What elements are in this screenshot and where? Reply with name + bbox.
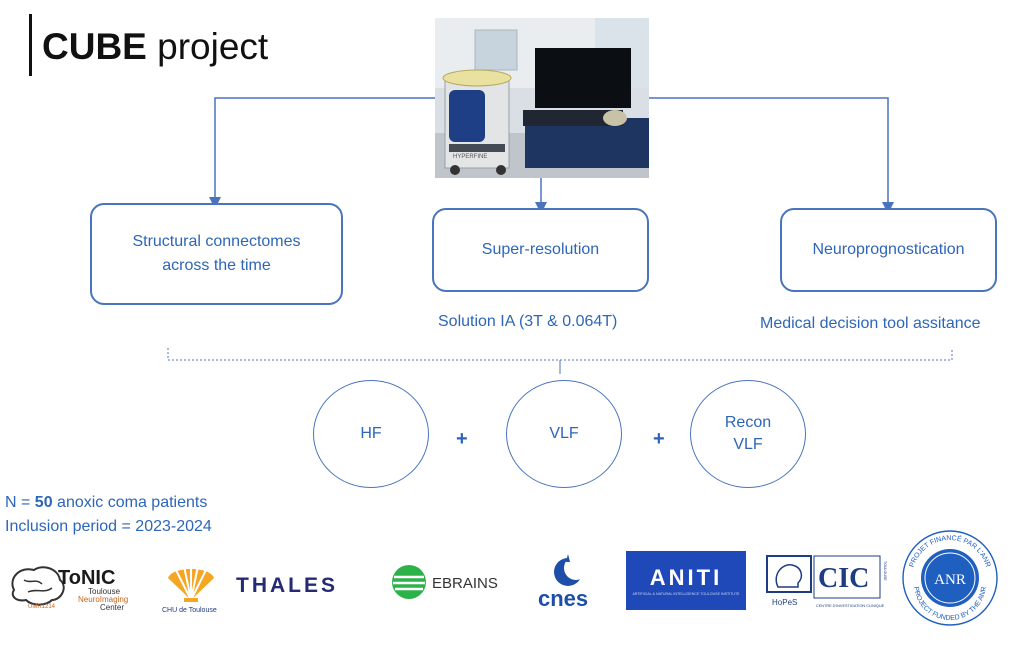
circle-hf: HF [313,380,429,488]
thales-name: THALES [236,574,338,597]
anr-logo: ANR PROJET FINANCÉ PAR L'ANR PROJECT FUN… [900,528,1000,628]
caption-superres: Solution IA (3T & 0.064T) [438,313,618,330]
aniti-logo: ANITI ARTIFICIAL & NATURAL INTELLIGENCE … [626,551,746,610]
tonic-line2: NeuroImaging [78,595,128,604]
title-accent-bar [29,14,32,76]
connector-left [209,97,435,209]
connector-right [649,97,894,214]
circle-vlf: VLF [506,380,622,488]
aniti-name: ANITI [650,565,722,590]
photo-label: HYPERFINE [453,154,487,160]
box-structural-connectomes-label: Structural connectomes across the time [132,233,301,274]
box-neuroprognostication: Neuroprognostication [780,208,997,292]
plus-sign-2: + [653,428,665,450]
chu-name: CHU de Toulouse [162,607,217,614]
brain-icon [11,566,65,606]
box-super-resolution-label: Super-resolution [481,241,600,258]
mri-room-photo: HYPERFINE [435,18,649,178]
patients-number: 50 [34,494,53,511]
anr-name: ANR [934,572,966,588]
bracket-dotted [167,348,953,361]
hopes-cic-logo: HoPeS CIC CENTRE D'INVESTIGATION CLINIQU… [764,553,888,613]
tonic-umr: UMR1214 [28,604,56,610]
title-bold: CUBE [42,26,147,67]
aniti-subtitle: ARTIFICIAL & NATURAL INTELLIGENCE TOULOU… [632,592,740,596]
tonic-line3: Center [100,603,124,612]
hopes-name: HoPeS [772,598,797,607]
inclusion-period: Inclusion period = 2023-2024 [5,518,212,535]
ebrains-name: EBRAINS [432,575,498,592]
patients-prefix: N = [5,494,35,511]
cic-city: TOULOUSE [883,561,887,581]
box-super-resolution: Super-resolution [432,208,649,292]
plus-sign-1: + [456,428,468,450]
ebrains-logo: EBRAINS [390,563,520,603]
cnes-logo: cnes [534,552,608,611]
circle-recon-label: Recon VLF [724,414,772,453]
tonic-logo: ToNIC Toulouse NeuroImaging Center UMR12… [6,560,146,616]
title-rest: project [146,26,269,67]
circle-recon-vlf: Recon VLF [690,380,806,488]
head-icon [775,564,803,588]
box-structural-connectomes: Structural connectomes across the time [90,203,343,305]
tonic-line1: Toulouse [88,587,121,596]
cic-name: CIC [818,563,869,594]
patients-suffix: anoxic coma patients [52,494,208,511]
box-neuroprognostication-label: Neuroprognostication [812,241,965,258]
crescent-icon [554,554,588,586]
circle-hf-label: HF [360,425,382,442]
cic-subtitle: CENTRE D'INVESTIGATION CLINIQUE [816,604,885,608]
caption-neuro: Medical decision tool assitance [760,315,981,332]
cnes-name: cnes [538,586,588,610]
ebrains-mark-icon [392,565,426,599]
patients-count: N = 50 anoxic coma patients [5,494,207,512]
shell-icon [168,565,214,602]
thales-logo: THALES [236,570,374,600]
page-title: CUBE project [42,26,268,68]
circle-vlf-label: VLF [549,425,579,442]
chu-logo: CHU de Toulouse [158,560,224,616]
tonic-name: ToNIC [58,567,115,589]
